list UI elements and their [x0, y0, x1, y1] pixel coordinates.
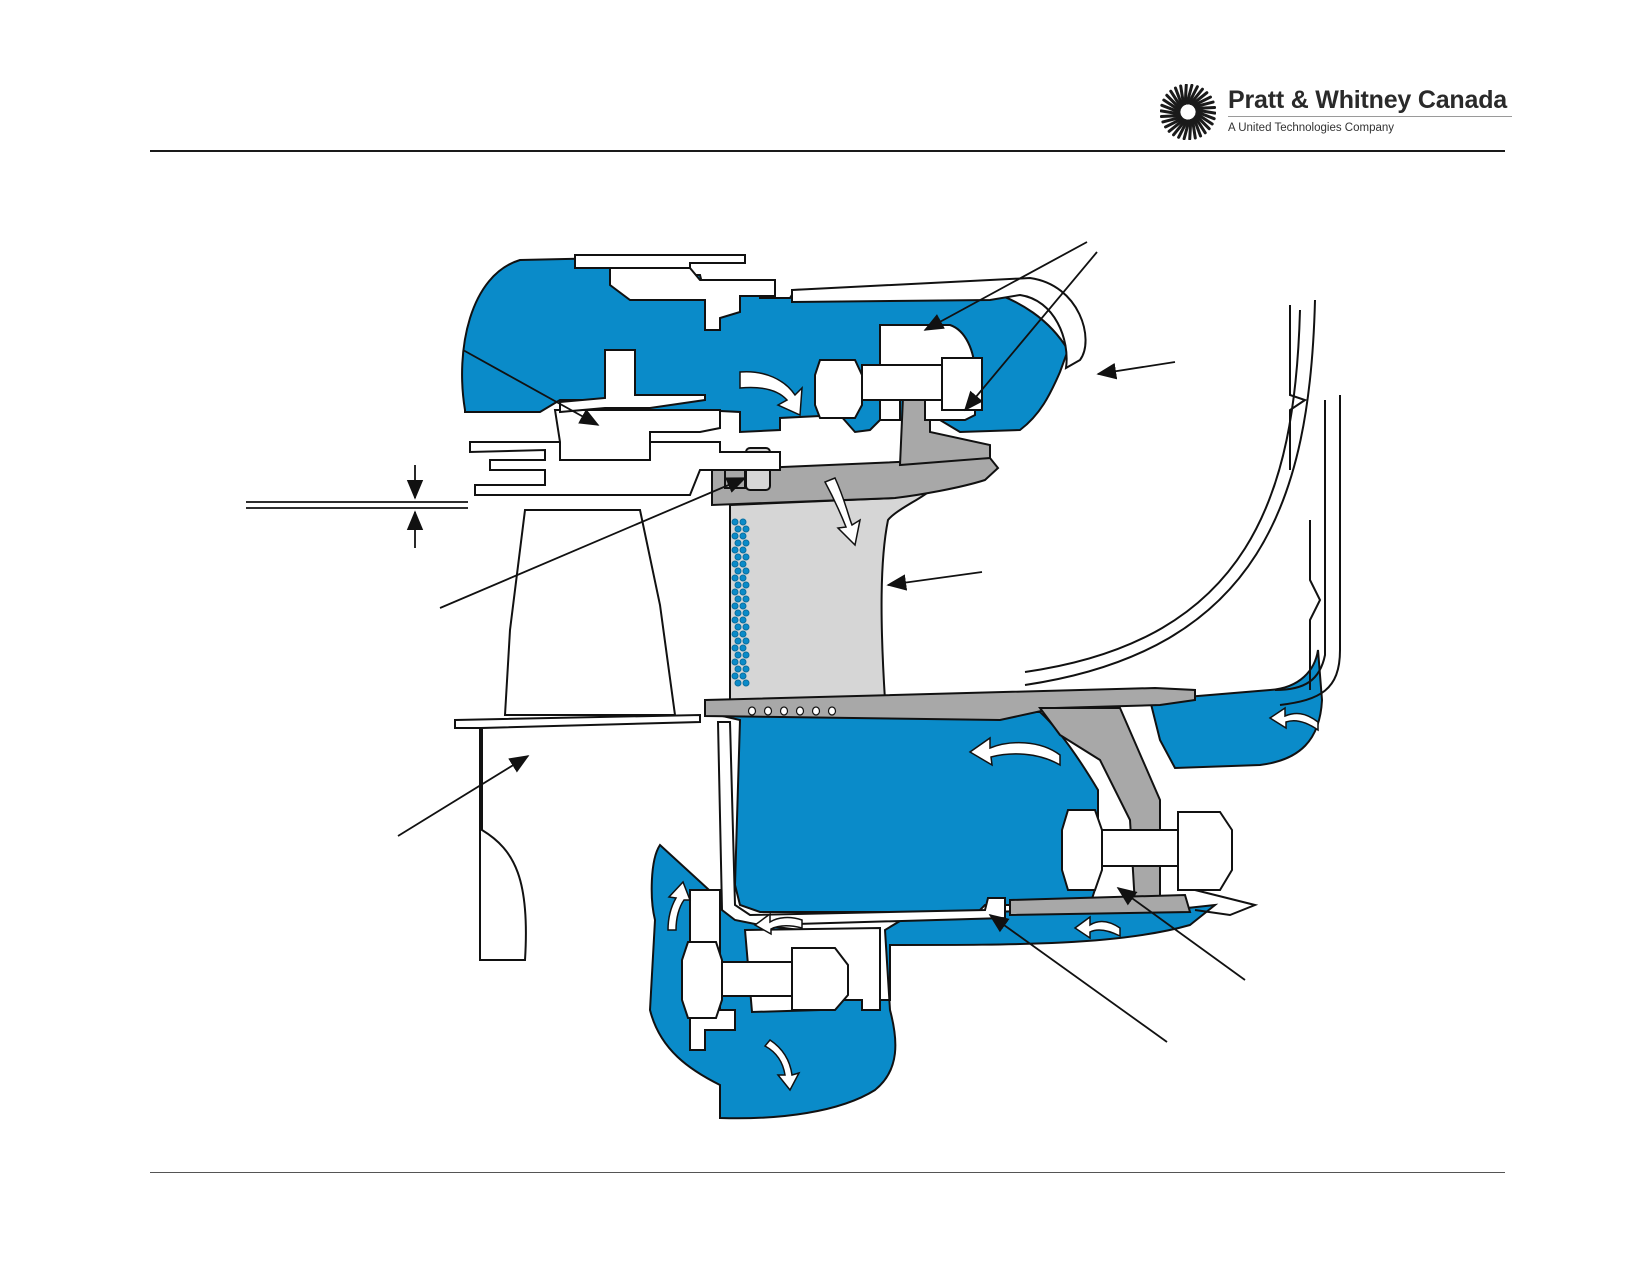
outer-shroud-plate — [574, 254, 746, 269]
cooling-flow-arrow-icon — [753, 912, 803, 936]
duct-flow-liner — [1024, 299, 1316, 686]
header-rule — [150, 150, 1505, 152]
seal-housing — [469, 441, 781, 496]
cooling-flow-arrow-icon — [763, 1039, 801, 1092]
duct-outer-wall-inner — [1274, 400, 1326, 691]
bolt-head-left — [681, 941, 723, 1019]
duct-lower-seal — [1194, 889, 1259, 917]
leader-arrow-icon — [1096, 361, 1176, 380]
cooling-flow-arrow-icon — [823, 477, 862, 547]
bolt-shank-left — [721, 961, 793, 997]
footer-rule — [150, 1172, 1505, 1173]
top-bolt-head — [814, 359, 863, 419]
carrier-t — [559, 349, 706, 414]
stator-vane-airfoil — [729, 476, 938, 707]
duct-corner-cavity — [1148, 649, 1324, 770]
leader-arrow-icon — [988, 914, 1168, 1043]
leader-arrow-icon — [963, 251, 1098, 412]
bolt-nut-right — [1177, 811, 1233, 891]
bolt-nut-left — [791, 947, 849, 1011]
vane-inner-platform — [704, 686, 1196, 722]
duct-outer-wall — [1279, 395, 1341, 706]
leader-arrow-icon — [1116, 887, 1246, 981]
company-name: Pratt & Whitney Canada — [1228, 86, 1507, 114]
bolt-head-right — [1061, 809, 1103, 891]
top-bolt-shank — [861, 364, 943, 401]
cooling-flow-arrows — [667, 371, 1319, 1092]
platform-holes — [747, 706, 837, 716]
duct-slip-joint — [1289, 305, 1322, 690]
brand-block: Pratt & Whitney Canada A United Technolo… — [1160, 84, 1520, 140]
cooling-flow-arrow-icon — [739, 371, 803, 417]
inner-casing-wall — [716, 721, 1006, 927]
cooling-flow-arrow-icon — [1073, 915, 1121, 940]
leader-arrow-icon — [886, 571, 983, 591]
cooling-flow-arrow-icon — [1268, 706, 1319, 732]
rotor-disc-outline — [454, 713, 701, 961]
duct-flow-liner-inner — [1024, 309, 1301, 673]
exhaust-duct — [1024, 299, 1341, 917]
bolt-shank-right — [1101, 829, 1179, 867]
leader-arrow-icon — [397, 755, 530, 837]
cooling-flow-arrow-icon — [667, 880, 692, 931]
leader-arrow-icon — [462, 349, 600, 426]
upstream-blade — [503, 509, 677, 716]
company-tagline: A United Technologies Company — [1228, 122, 1395, 134]
leader-arrow-icon — [923, 241, 1088, 331]
inner-cavity — [704, 711, 1099, 913]
leader-arrow-icon — [439, 477, 747, 609]
callout-leaders — [246, 241, 1246, 1043]
top-bolt-nut — [941, 357, 983, 411]
cooling-flow-arrow-icon — [968, 736, 1061, 767]
outer-casing-step — [609, 267, 776, 331]
brand-divider — [1228, 116, 1512, 117]
starburst-logo-icon — [1160, 84, 1216, 140]
cooling-holes — [731, 518, 750, 687]
vane-outer-platform — [711, 456, 1000, 507]
